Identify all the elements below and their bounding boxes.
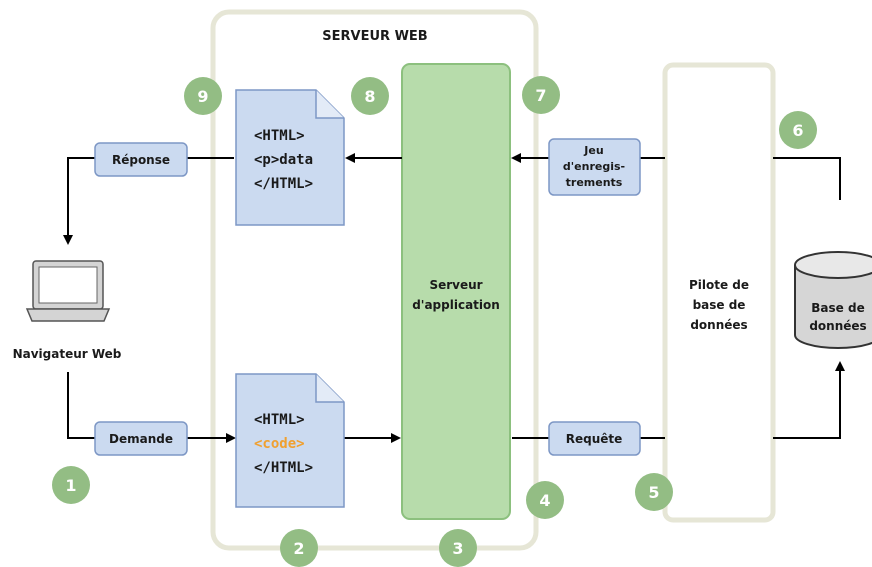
step-9-badge: 9 <box>184 77 222 115</box>
db-to-driver-line <box>773 157 841 200</box>
request-label-box: Demande <box>94 421 188 456</box>
recordset-label-3: trements <box>566 176 623 189</box>
output-page-line-3: </HTML> <box>254 176 313 192</box>
recordset-label-box: Jeu d'enregis- trements <box>548 138 641 196</box>
output-page-document: <HTML> <p>data </HTML> <box>235 89 345 226</box>
db-driver-panel <box>662 62 776 523</box>
database-label-1: Base de <box>811 301 864 315</box>
driver-to-db-arrow <box>773 361 845 439</box>
response-label-box: Réponse <box>94 142 188 177</box>
svg-text:7: 7 <box>535 86 546 105</box>
source-page-line-2: <code> <box>254 436 305 452</box>
browser-label: Navigateur Web <box>13 347 122 361</box>
response-label: Réponse <box>112 153 170 167</box>
request-line-browser <box>67 372 95 439</box>
app-server-label-2: d'application <box>412 298 500 312</box>
query-label-box: Requête <box>548 421 641 456</box>
source-page-line-3: </HTML> <box>254 460 313 476</box>
query-label: Requête <box>566 432 623 446</box>
db-driver-label-3: données <box>690 318 747 332</box>
request-label: Demande <box>109 432 173 446</box>
web-server-title: SERVEUR WEB <box>322 29 427 44</box>
svg-text:1: 1 <box>65 476 76 495</box>
db-driver-label-1: Pilote de <box>689 278 749 292</box>
svg-text:3: 3 <box>452 539 463 558</box>
step-8-badge: 8 <box>351 77 389 115</box>
output-page-line-1: <HTML> <box>254 128 305 144</box>
step-2-badge: 2 <box>280 529 318 567</box>
laptop-icon <box>25 260 111 322</box>
svg-text:8: 8 <box>364 87 375 106</box>
database-label-2: données <box>809 319 866 333</box>
step-1-badge: 1 <box>52 466 90 504</box>
svg-text:4: 4 <box>539 491 550 510</box>
app-server-label-1: Serveur <box>429 278 482 292</box>
step-7-badge: 7 <box>522 76 560 114</box>
recordset-label-1: Jeu <box>583 144 603 157</box>
recordset-label-2: d'enregis- <box>563 160 625 173</box>
svg-text:6: 6 <box>792 121 803 140</box>
svg-text:5: 5 <box>648 483 659 502</box>
response-to-browser-arrow <box>63 157 95 245</box>
step-4-badge: 4 <box>526 481 564 519</box>
step-6-badge: 6 <box>779 111 817 149</box>
app-server-box <box>401 63 511 520</box>
svg-text:2: 2 <box>293 539 304 558</box>
database-icon <box>794 251 872 349</box>
source-page-line-1: <HTML> <box>254 412 305 428</box>
step-3-badge: 3 <box>439 529 477 567</box>
step-5-badge: 5 <box>635 473 673 511</box>
output-page-line-2: <p>data <box>254 152 313 168</box>
db-driver-label-2: base de <box>693 298 746 312</box>
svg-text:9: 9 <box>197 87 208 106</box>
source-page-document: <HTML> <code> </HTML> <box>235 373 345 508</box>
